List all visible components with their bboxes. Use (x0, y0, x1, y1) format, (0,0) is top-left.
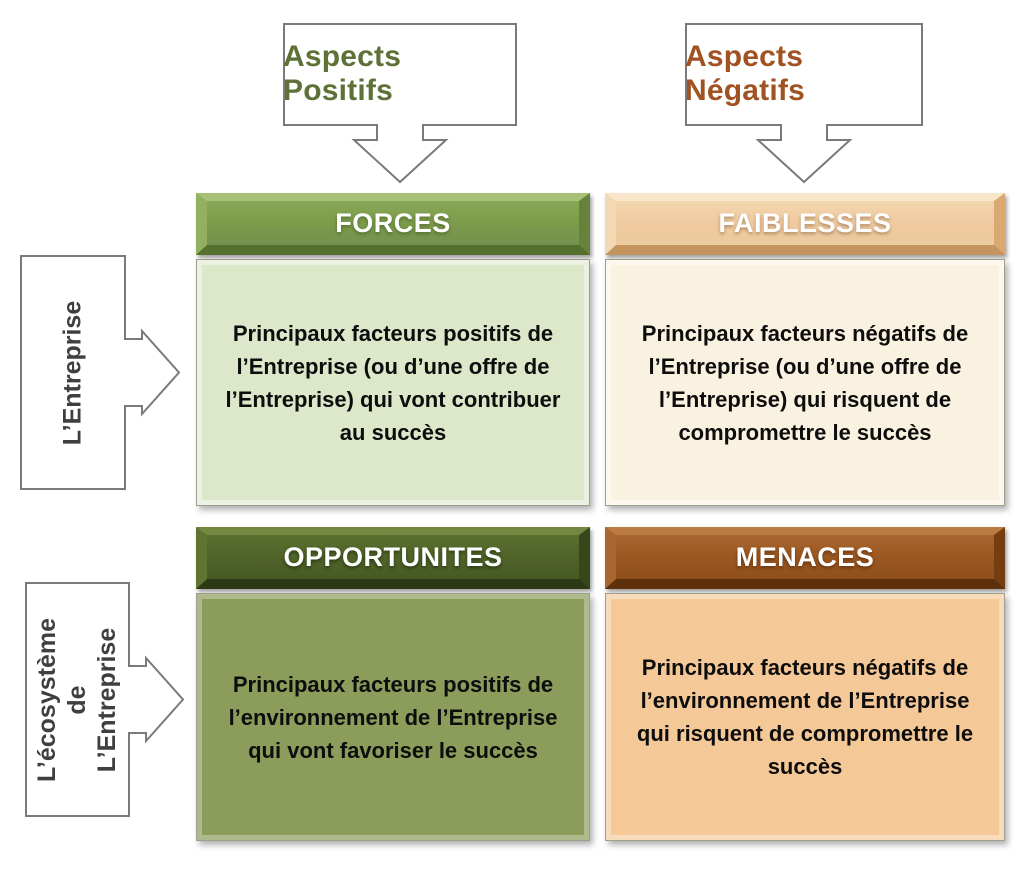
faiblesses-title: FAIBLESSES (718, 207, 892, 238)
faiblesses-body: Principaux facteurs négatifs de l’Entrep… (605, 259, 1005, 506)
menaces-title: MENACES (735, 541, 875, 572)
quadrant-opportunites: OPPORTUNITES Principaux facteurs positif… (196, 527, 590, 841)
ecosysteme-label-wrap: L’écosystème de L’Entreprise (25, 582, 129, 817)
ecosysteme-callout: L’écosystème de L’Entreprise (25, 582, 185, 818)
opportunites-description: Principaux facteurs positifs de l’enviro… (228, 671, 558, 763)
entreprise-label-wrap: L’Entreprise (20, 255, 125, 490)
opportunites-header: OPPORTUNITES (196, 527, 590, 589)
quadrant-menaces: MENACES Principaux facteurs négatifs de … (605, 527, 1005, 841)
forces-title: FORCES (335, 207, 451, 238)
menaces-body: Principaux facteurs négatifs de l’enviro… (605, 593, 1005, 841)
ecosysteme-label: L’écosystème de L’Entreprise (33, 617, 121, 782)
opportunites-body: Principaux facteurs positifs de l’enviro… (196, 593, 590, 841)
forces-header: FORCES (196, 193, 590, 255)
entreprise-callout: L’Entreprise (20, 255, 180, 491)
down-arrow-callout-shape (283, 23, 517, 184)
menaces-description: Principaux facteurs négatifs de l’enviro… (636, 655, 974, 779)
opportunites-title: OPPORTUNITES (283, 541, 503, 572)
right-arrow-callout-shape (25, 582, 185, 817)
forces-body: Principaux facteurs positifs de l’Entrep… (196, 259, 590, 506)
right-arrow-callout-shape (20, 255, 180, 490)
aspects-positifs-callout: Aspects Positifs (283, 23, 517, 185)
quadrant-forces: FORCES Principaux facteurs positifs de l… (196, 193, 590, 506)
aspects-negatifs-callout: Aspects Négatifs (685, 23, 923, 185)
entreprise-label: L’Entreprise (58, 300, 87, 445)
faiblesses-description: Principaux facteurs négatifs de l’Entrep… (641, 320, 969, 445)
aspects-positifs-label: Aspects Positifs (283, 40, 402, 107)
quadrant-faiblesses: FAIBLESSES Principaux facteurs négatifs … (605, 193, 1005, 506)
forces-description: Principaux facteurs positifs de l’Entrep… (225, 320, 561, 445)
menaces-header: MENACES (605, 527, 1005, 589)
faiblesses-header: FAIBLESSES (605, 193, 1005, 255)
down-arrow-callout-shape (685, 23, 923, 184)
aspects-negatifs-label: Aspects Négatifs (685, 40, 805, 107)
